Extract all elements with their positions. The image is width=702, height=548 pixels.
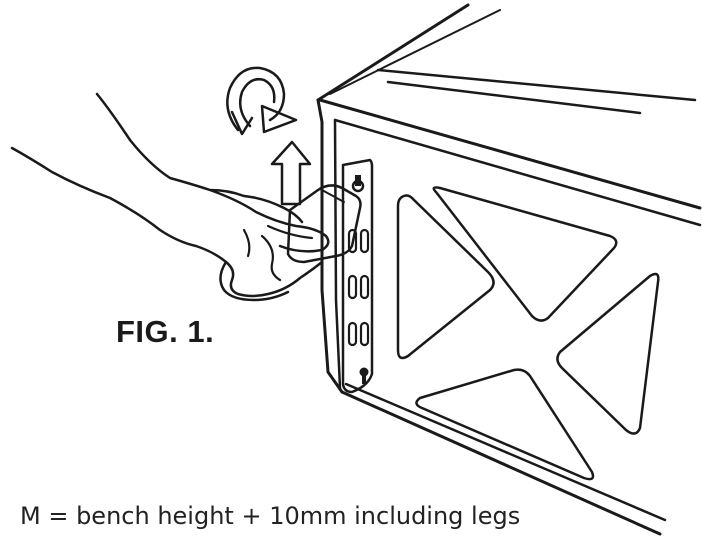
appliance-body xyxy=(316,3,702,536)
side-bracket-panel xyxy=(341,158,374,394)
hand-illustration xyxy=(10,92,330,302)
figure-label: FIG. 1. xyxy=(116,314,215,349)
rotate-arrow-icon xyxy=(226,66,298,136)
cross-brace-panel xyxy=(396,186,660,481)
up-arrow-icon xyxy=(270,140,312,206)
figure-caption: M = bench height + 10mm including legs xyxy=(20,502,521,530)
adjustable-foot xyxy=(286,184,362,264)
